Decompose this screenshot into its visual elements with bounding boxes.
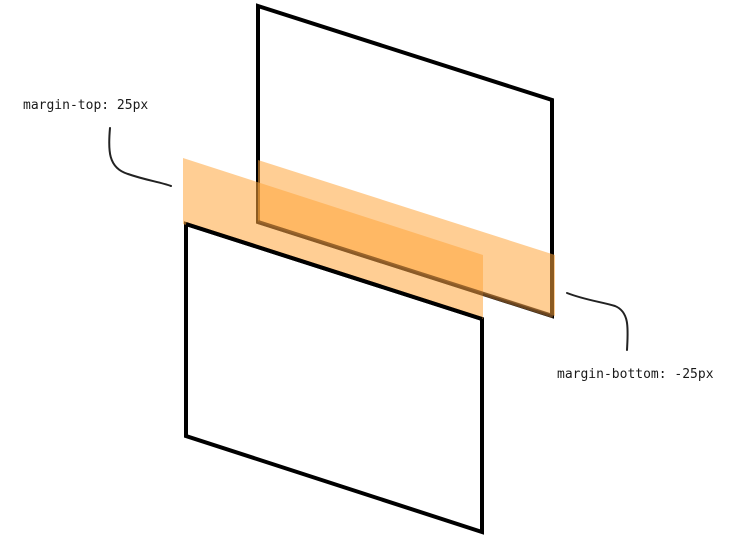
lower-box-top-edge (185, 222, 483, 321)
margin-top-band (183, 158, 483, 319)
margin-top-label: margin-top: 25px (23, 98, 149, 113)
margin-top-callout-line (108, 127, 172, 187)
margin-bottom-label: margin-bottom: -25px (557, 367, 714, 382)
margin-bottom-callout-line (566, 292, 629, 351)
upper-box-bottom-edge (257, 220, 554, 318)
